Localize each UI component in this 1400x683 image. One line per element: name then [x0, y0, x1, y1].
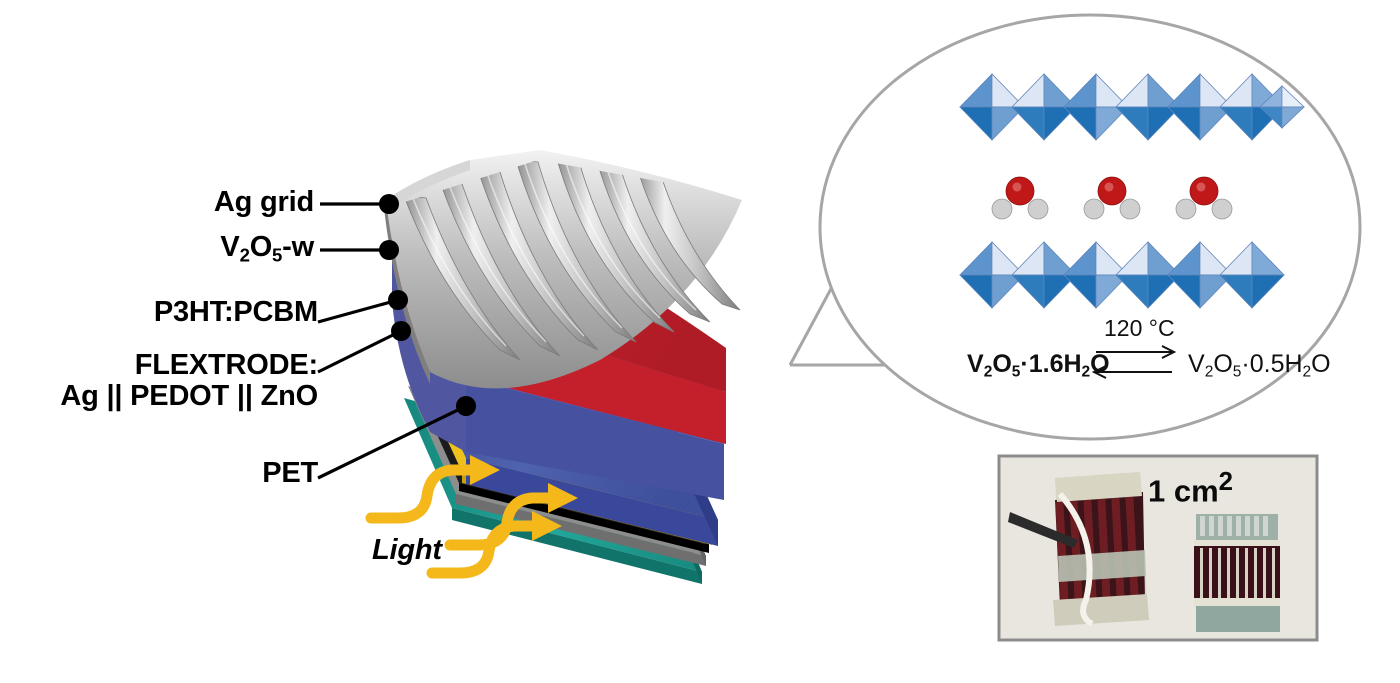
callout-leaders [317, 202, 467, 480]
zoom-callout-ellipse [818, 13, 1362, 441]
callout-label-pet: PET [262, 457, 318, 489]
callout-label-p3ht-pcbm: P3HT:PCBM [153, 296, 318, 328]
polyhedra-layer-bottom [959, 241, 1285, 309]
water-molecule [1083, 176, 1141, 220]
water-molecules [991, 176, 1233, 220]
callout-label-flextrode: FLEXTRODE:Ag || PEDOT || ZnO [60, 349, 318, 413]
leader-flextrode [317, 329, 402, 374]
v2o5-crystal-structure [959, 73, 1305, 379]
grid-fingers [403, 160, 741, 361]
flat-cell-photo [1194, 514, 1280, 632]
callout-label-v2o5-w: V2O5-w [220, 231, 314, 266]
water-molecule [991, 176, 1049, 220]
light-arrows [365, 464, 558, 579]
callout-dots [379, 194, 476, 416]
equilibrium-arrows [1091, 345, 1177, 379]
equation-left-species: V2O5·1.6H2O [967, 350, 1110, 381]
leader-pet [317, 404, 467, 480]
dot-pet [456, 396, 476, 416]
dot-flextrode [391, 321, 411, 341]
light-label: Light [372, 534, 442, 566]
photo-inset [997, 454, 1319, 642]
equation-condition: 120 °C [1104, 315, 1175, 341]
callout-label-ag-grid: Ag grid [213, 186, 314, 218]
water-molecule [1175, 176, 1233, 220]
dot-v2o5-w [379, 240, 399, 260]
rolled-cell-photo [1008, 472, 1149, 627]
photo-caption-area: 1 cm2 [1148, 468, 1234, 509]
polyhedra-layer-top [959, 73, 1305, 141]
dot-p3ht-pcbm [388, 290, 408, 310]
equation-right-species: V2O5·0.5H2O [1188, 350, 1331, 381]
dot-ag-grid [379, 194, 399, 214]
light-arrowheads [470, 455, 578, 541]
leader-p3ht-pcbm [317, 298, 399, 324]
layer-ag-grid [384, 150, 742, 389]
device-stack [384, 150, 742, 584]
